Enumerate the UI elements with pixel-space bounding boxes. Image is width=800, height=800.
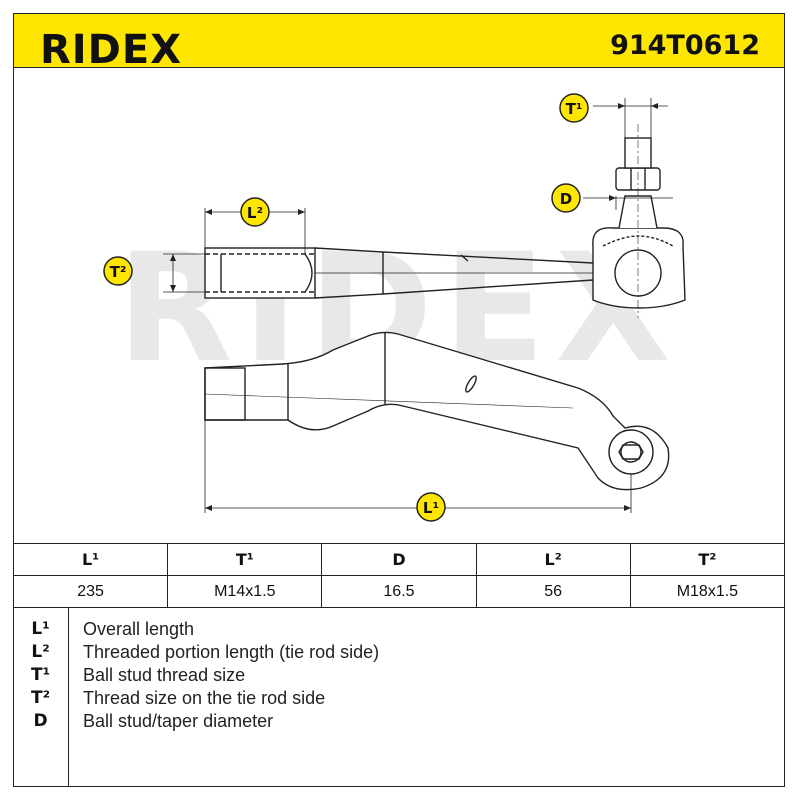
legend-item: L² Threaded portion length (tie rod side… [13, 642, 785, 665]
spec-table: L¹ T¹ D L² T² 235 M14x1.5 16.5 56 M18x1.… [12, 543, 786, 608]
legend-divider [68, 607, 69, 787]
part-number: 914T0612 [610, 30, 760, 61]
spec-value: 16.5 [321, 575, 477, 608]
t1-badge-label: T¹ [566, 100, 583, 118]
legend-symbol: D [33, 711, 48, 731]
spec-col-header: L¹ [12, 543, 169, 576]
spec-value-row: 235 M14x1.5 16.5 56 M18x1.5 [12, 575, 786, 608]
legend-description: Overall length [83, 619, 195, 639]
l1-arrow-left [205, 505, 212, 511]
spec-value: 235 [12, 575, 169, 608]
legend-description: Ball stud thread size [83, 665, 246, 685]
d-arrow [609, 195, 616, 201]
spec-header-row: L¹ T¹ D L² T² [12, 543, 786, 576]
d-badge-label: D [560, 190, 572, 208]
l2-arrow-left [205, 209, 212, 215]
l2-badge-label: L² [247, 204, 263, 222]
l1-arrow-right [624, 505, 631, 511]
l1-badge-label: L¹ [423, 499, 439, 517]
spec-col-header: L² [475, 543, 631, 576]
legend-item: T¹ Ball stud thread size [13, 665, 785, 688]
legend-symbol: T² [30, 688, 51, 708]
side-arm-outline [204, 331, 670, 491]
legend: L¹ Overall length L² Threaded portion le… [13, 607, 785, 787]
legend-symbol: L² [31, 642, 50, 662]
t1-arrow-right [651, 103, 658, 109]
t2-arrow-top [170, 254, 176, 261]
legend-symbol: L¹ [31, 619, 50, 639]
arm-slot [460, 254, 469, 262]
t2-badge [103, 256, 133, 286]
technical-drawing: RIDEX [103, 93, 686, 522]
side-slot [465, 375, 477, 393]
l1-badge [416, 492, 446, 522]
brand-logo: RIDEX [40, 27, 183, 73]
housing-outline [592, 227, 686, 309]
d-badge [551, 183, 581, 213]
header-bar: RIDEX 914T0612 [13, 13, 785, 73]
spec-value: M14x1.5 [167, 575, 323, 608]
spec-value: 56 [475, 575, 631, 608]
legend-item: D Ball stud/taper diameter [13, 711, 785, 734]
legend-description: Thread size on the tie rod side [83, 688, 326, 708]
t1-badge [559, 93, 589, 123]
side-centerline [204, 393, 574, 409]
spec-value: M18x1.5 [629, 575, 786, 608]
l2-arrow-right [298, 209, 305, 215]
t2-badge-label: T² [110, 263, 127, 281]
legend-item: T² Thread size on the tie rod side [13, 688, 785, 711]
sleeve-end [304, 253, 313, 293]
side-eye-hex [618, 444, 644, 460]
spec-col-header: D [321, 543, 477, 576]
legend-description: Ball stud/taper diameter [83, 711, 274, 731]
spec-col-header: T¹ [167, 543, 323, 576]
side-eye-inner [620, 441, 642, 463]
t1-arrow-left [618, 103, 625, 109]
t2-arrow-bottom [170, 285, 176, 292]
legend-description: Threaded portion length (tie rod side) [83, 642, 380, 662]
spec-col-header: T² [629, 543, 786, 576]
l2-badge [240, 197, 270, 227]
legend-item: L¹ Overall length [13, 619, 785, 642]
sleeve-outline [204, 247, 316, 299]
legend-symbol: T¹ [30, 665, 51, 685]
